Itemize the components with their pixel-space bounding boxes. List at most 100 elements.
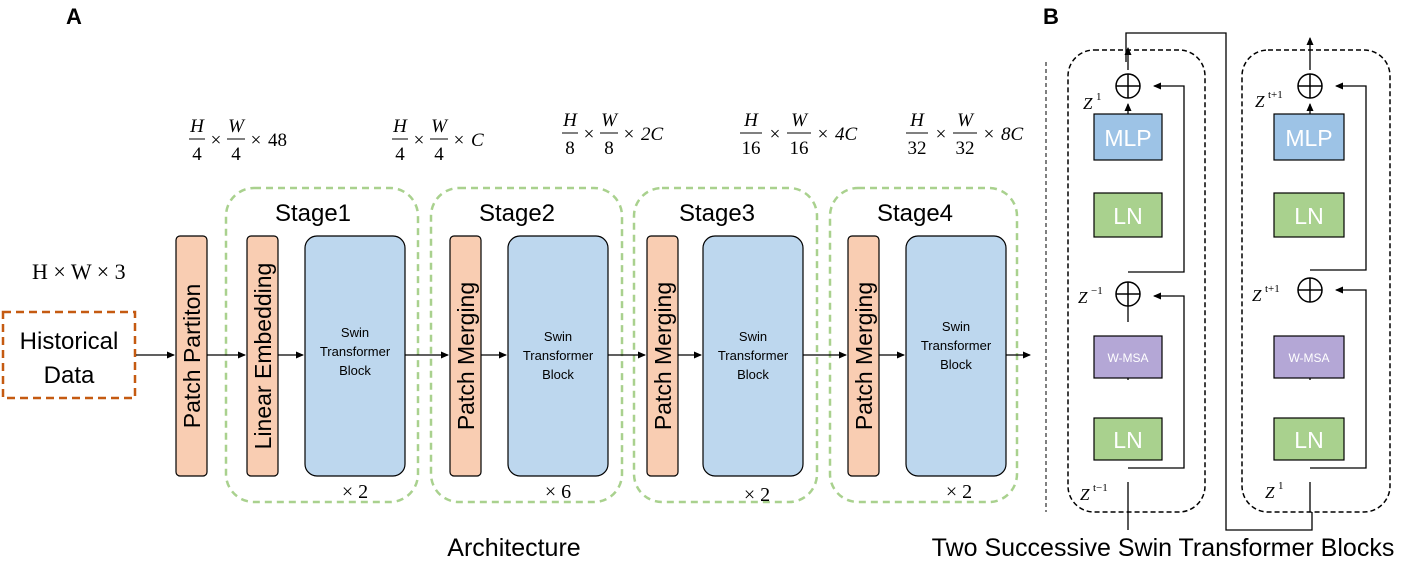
dim1-h-den: 4 xyxy=(395,144,405,165)
block2-bot-z: Z xyxy=(1265,483,1275,502)
stage4-swin-block xyxy=(905,235,1007,477)
dim0-times2: × xyxy=(251,130,262,151)
patch-partition-block xyxy=(175,235,208,477)
input-dims-label: H × W × 3 xyxy=(32,259,126,284)
block2-top-sup: t+1 xyxy=(1268,89,1283,101)
stage2-title: Stage2 xyxy=(479,200,555,227)
block2-mid-sup: t+1 xyxy=(1265,283,1280,295)
block2-bot-sup: 1 xyxy=(1278,480,1284,492)
block1-mid-z: Z xyxy=(1078,288,1088,307)
stage3-repeat: × 2 xyxy=(744,484,770,506)
stage3-patch-merging-label: Patch Merging xyxy=(650,282,676,430)
dim4-w-num: W xyxy=(957,110,975,131)
dim0-times1: × xyxy=(211,130,222,151)
stage1-swin-block xyxy=(304,235,406,477)
swin-block2-container xyxy=(1241,49,1391,513)
stage1-swin-line1: Swin xyxy=(341,325,369,340)
stage2-repeat: × 6 xyxy=(545,481,571,503)
block-connector-line xyxy=(1125,32,1313,531)
dim1-h-num: H xyxy=(392,116,408,137)
stage2-swin-line2: Transformer xyxy=(523,348,594,363)
block1-ln-top-label: LN xyxy=(1113,203,1142,229)
dim3-h-den: 16 xyxy=(742,138,761,159)
dim0-h-num: H xyxy=(189,116,205,137)
block1-ln-top xyxy=(1093,192,1163,238)
block2-mlp-label: MLP xyxy=(1285,125,1332,151)
stage3-swin-block xyxy=(702,235,804,477)
stage4-repeat: × 2 xyxy=(946,481,972,503)
stage4-patch-merging-block xyxy=(847,235,880,477)
dim0-h-den: 4 xyxy=(192,144,202,165)
dim4-h-den: 32 xyxy=(908,138,927,159)
block2-ln-bottom-label: LN xyxy=(1294,427,1323,453)
dim1-ch: C xyxy=(471,130,484,151)
stage3-swin-line3: Block xyxy=(737,367,769,382)
dim2-w-den: 8 xyxy=(604,138,614,159)
dim4-ch: 8C xyxy=(1001,124,1024,145)
dim2-h-num: H xyxy=(562,110,578,131)
dim3-ch: 4C xyxy=(835,124,858,145)
dim2-times2: × xyxy=(624,124,635,145)
dimension-annotations: H 4 × W 4 × 48 H 4 × W 4 × C H 8 × xyxy=(189,110,1024,165)
block2-wmsa-label: W-MSA xyxy=(1288,351,1329,365)
stage4-container xyxy=(828,186,1019,504)
patch-partition-label: Patch Partiton xyxy=(179,284,205,428)
panel-a-letter: A xyxy=(66,4,82,29)
dim1-times2: × xyxy=(454,130,465,151)
stage2-patch-merging-label: Patch Merging xyxy=(453,282,479,430)
block1-top-z: Z xyxy=(1083,94,1093,113)
stage4-patch-merging-label: Patch Merging xyxy=(851,282,877,430)
dim4-times1: × xyxy=(936,124,947,145)
dim3-times2: × xyxy=(818,124,829,145)
stage3-swin-line2: Transformer xyxy=(718,348,789,363)
dim0-ch: 48 xyxy=(268,130,287,151)
stage3-title: Stage3 xyxy=(679,200,755,227)
block1-wmsa-label: W-MSA xyxy=(1107,351,1148,365)
stage4-title: Stage4 xyxy=(877,200,953,227)
block2-mid-z: Z xyxy=(1252,286,1262,305)
dim0-w-den: 4 xyxy=(231,144,241,165)
block1-bot-sup: t−1 xyxy=(1093,482,1108,494)
historical-data-line1: Historical xyxy=(20,328,119,355)
dim-annotation-2: H 8 × W 8 × 2C xyxy=(562,110,664,159)
dim1-times1: × xyxy=(414,130,425,151)
block2-wmsa xyxy=(1273,335,1345,379)
stage1-repeat: × 2 xyxy=(342,481,368,503)
dim3-w-den: 16 xyxy=(790,138,809,159)
stage1-title: Stage1 xyxy=(275,200,351,227)
stage4-swin-line2: Transformer xyxy=(921,338,992,353)
block1-top-sup: 1 xyxy=(1096,91,1102,103)
block2-ln-bottom xyxy=(1273,417,1345,461)
linear-embedding-block xyxy=(246,235,279,477)
stage3-patch-merging-block xyxy=(646,235,679,477)
panel-b-letter: B xyxy=(1043,4,1059,29)
stage3-container xyxy=(632,186,819,504)
stage3-swin-line1: Swin xyxy=(739,329,767,344)
block2-top-z: Z xyxy=(1255,92,1265,111)
stage2-swin-line3: Block xyxy=(542,367,574,382)
dim4-times2: × xyxy=(984,124,995,145)
dim3-h-num: H xyxy=(743,110,759,131)
stage4-swin-line3: Block xyxy=(940,357,972,372)
dim1-w-num: W xyxy=(431,116,449,137)
stage2-swin-block xyxy=(507,235,609,477)
dim4-h-num: H xyxy=(909,110,925,131)
panel-b-caption: Two Successive Swin Transformer Blocks xyxy=(932,534,1395,562)
dim1-w-den: 4 xyxy=(434,144,444,165)
historical-data-box xyxy=(1,310,137,400)
dim2-ch: 2C xyxy=(641,124,664,145)
block2-mlp xyxy=(1273,113,1345,161)
panel-a-caption: Architecture xyxy=(447,534,580,562)
stage2-patch-merging-block xyxy=(449,235,482,477)
dim-annotation-1: H 4 × W 4 × C xyxy=(392,116,484,165)
dim2-w-num: W xyxy=(601,110,619,131)
block1-mlp xyxy=(1093,113,1163,161)
historical-data-line2: Data xyxy=(44,362,95,389)
dim2-times1: × xyxy=(584,124,595,145)
linear-embedding-label: Linear Embedding xyxy=(250,263,276,450)
stage4-swin-line1: Swin xyxy=(942,319,970,334)
dim-annotation-4: H 32 × W 32 × 8C xyxy=(906,110,1024,159)
block1-ln-bottom xyxy=(1093,417,1163,461)
dim-annotation-3: H 16 × W 16 × 4C xyxy=(740,110,858,159)
